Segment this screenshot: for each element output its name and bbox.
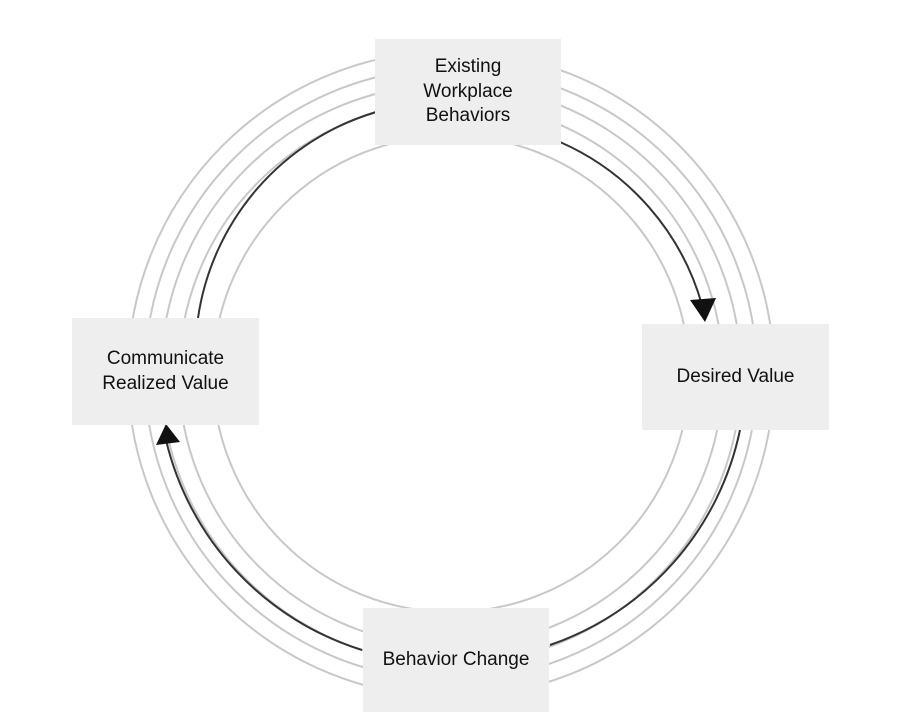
node-existing-workplace-behaviors: Existing Workplace Behaviors (375, 39, 561, 145)
node-desired-value: Desired Value (642, 324, 829, 430)
arrow-top-to-right (559, 141, 703, 306)
arc-left-to-top (197, 111, 377, 319)
node-communicate-realized-value: Communicate Realized Value (72, 318, 259, 425)
arrow-bottom-to-left (165, 439, 363, 651)
arc-right-to-bottom (549, 429, 741, 646)
arrowhead-down-icon (690, 298, 716, 322)
node-behavior-change: Behavior Change (363, 608, 549, 712)
ring (212, 135, 690, 613)
arrowhead-up-icon (156, 424, 180, 445)
